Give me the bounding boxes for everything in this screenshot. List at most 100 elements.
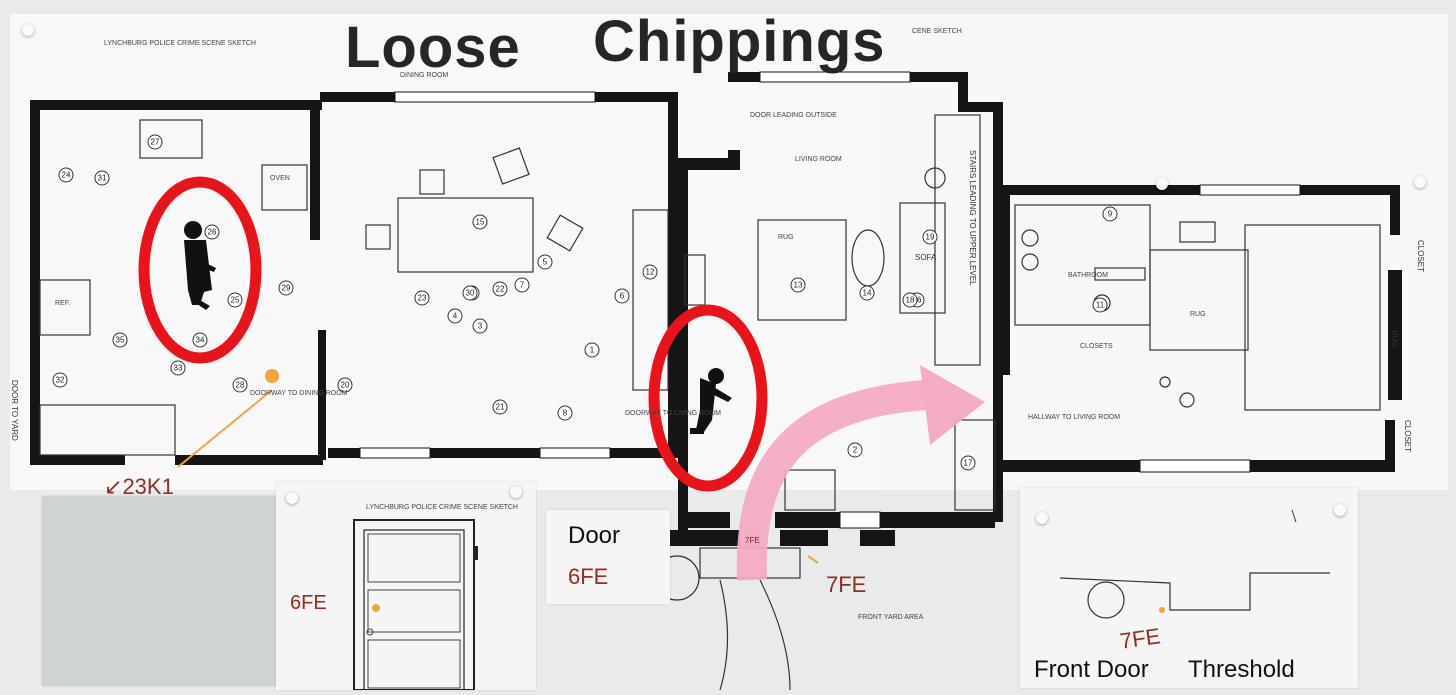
evidence-marker-number: 15 — [476, 218, 485, 227]
closet-right-label-2: CLOSET — [1403, 420, 1412, 452]
evidence-marker: 30 — [462, 285, 478, 301]
evidence-marker-number: 25 — [231, 296, 240, 305]
note-6fe-door-card: 6FE — [290, 592, 327, 614]
evidence-marker-number: 1 — [590, 346, 595, 355]
push-pin — [22, 24, 34, 36]
victim-figure-living — [690, 368, 732, 434]
evidence-marker-number: 13 — [794, 281, 803, 290]
evidence-marker-number: 6 — [620, 292, 625, 301]
stairs-label: STAIRS LEADING TO UPPER LEVEL — [968, 150, 977, 286]
evidence-marker: 27 — [147, 134, 163, 150]
sketch-header-left: LYNCHBURG POLICE CRIME SCENE SKETCH — [104, 40, 256, 47]
evidence-marker: 5 — [537, 254, 553, 270]
evidence-marker: 13 — [790, 277, 806, 293]
evidence-marker-number: 11 — [1096, 301, 1105, 310]
sketch-header-right: CENE SKETCH — [912, 28, 962, 35]
evidence-marker-number: 34 — [196, 336, 205, 345]
evidence-marker: 21 — [492, 399, 508, 415]
room-label-doorway-living: DOORWAY TO LIVING ROOM — [625, 410, 721, 417]
evidence-marker: 9 — [1102, 206, 1118, 222]
evidence-marker: 25 — [227, 292, 243, 308]
evidence-marker-number: 19 — [926, 233, 935, 242]
evidence-marker-number: 14 — [863, 289, 872, 298]
room-label-side-note: DOOR LEADING OUTSIDE — [750, 112, 837, 119]
note-23k1-text: 23K1 — [122, 474, 174, 499]
room-label-rug-living: RUG — [778, 234, 794, 241]
evidence-marker-number: 8 — [563, 409, 568, 418]
evidence-marker: 1 — [584, 342, 600, 358]
push-pin — [1414, 176, 1426, 188]
room-label-rug-bed1: RUG — [1190, 311, 1206, 318]
evidence-marker-number: 27 — [151, 138, 160, 147]
evidence-marker: 33 — [170, 360, 186, 376]
highlight-ring-living — [648, 304, 768, 492]
evidence-marker-number: 3 — [478, 322, 483, 331]
highlight-ring-kitchen — [138, 176, 262, 364]
evidence-marker: 24 — [58, 167, 74, 183]
evidence-marker: 12 — [642, 264, 658, 280]
victim-figure-kitchen — [184, 221, 216, 310]
evidence-marker-number: 2 — [853, 446, 858, 455]
evidence-marker: 14 — [859, 285, 875, 301]
evidence-marker: 18 — [902, 292, 918, 308]
room-label-dining: DINING ROOM — [400, 72, 449, 79]
evidence-marker: 29 — [278, 280, 294, 296]
evidence-marker-number: 20 — [341, 381, 350, 390]
front-door-label: Front Door — [1034, 656, 1149, 683]
room-label-bathroom: BATHROOM — [1068, 272, 1108, 279]
evidence-marker-number: 4 — [453, 312, 458, 321]
push-pin — [1036, 512, 1048, 524]
door-label: Door — [568, 522, 621, 549]
evidence-marker-number: 12 — [646, 268, 655, 277]
evidence-markers: 1234567891011121314151617181920212223242… — [52, 134, 1118, 471]
evidence-marker-number: 22 — [496, 285, 505, 294]
evidence-marker: 19 — [922, 229, 938, 245]
room-label-oven: OVEN — [270, 175, 290, 182]
evidence-marker: 20 — [337, 377, 353, 393]
room-label-hallway: HALLWAY TO LIVING ROOM — [1028, 414, 1121, 421]
evidence-marker-number: 17 — [964, 459, 973, 468]
door-sketch-card: LYNCHBURG POLICE CRIME SCENE SKETCH 6FE — [276, 482, 536, 690]
door-yard-label: DOOR TO YARD — [10, 380, 19, 441]
evidence-marker: 7 — [514, 277, 530, 293]
marker-7fe-label: 7FE — [745, 536, 760, 545]
grey-photo-card — [42, 496, 278, 686]
evidence-marker: 23 — [414, 290, 430, 306]
door-sketch-drawing — [353, 519, 478, 690]
evidence-marker: 4 — [447, 308, 463, 324]
evidence-marker-number: 5 — [543, 258, 548, 267]
push-pin — [1334, 504, 1346, 516]
note-7fe-front: 7FE — [826, 572, 867, 597]
title-word-loose: Loose — [345, 15, 521, 80]
pink-arrow-path — [736, 380, 927, 581]
rug-bed2-label: RUG — [1390, 330, 1399, 348]
push-pin — [286, 492, 298, 504]
evidence-marker: 35 — [112, 332, 128, 348]
room-label-front-yard: FRONT YARD AREA — [858, 614, 924, 621]
evidence-marker: 8 — [557, 405, 573, 421]
evidence-marker: 15 — [472, 214, 488, 230]
evidence-marker-number: 7 — [520, 281, 525, 290]
orange-dot-marker — [265, 369, 279, 383]
threshold-label: Threshold — [1188, 656, 1295, 683]
evidence-marker: 34 — [192, 332, 208, 348]
note-7fe-threshold: 7FE — [1118, 623, 1162, 654]
note-6fe-door: 6FE — [568, 564, 609, 589]
evidence-marker-number: 33 — [174, 364, 183, 373]
evidence-marker: 22 — [492, 281, 508, 297]
evidence-marker: 26 — [204, 224, 220, 240]
room-label-living: LIVING ROOM — [795, 156, 842, 163]
evidence-marker: 3 — [472, 318, 488, 334]
note-23k1: ↙23K1 — [104, 474, 174, 499]
evidence-marker-number: 30 — [466, 289, 475, 298]
evidence-marker: 2 — [847, 442, 863, 458]
room-label-closets: CLOSETS — [1080, 343, 1113, 350]
push-pin — [510, 486, 522, 498]
threshold-card: 7FE Front Door Threshold — [1020, 488, 1358, 688]
title-word-chippings: Chippings — [593, 9, 886, 74]
evidence-marker: 11 — [1092, 297, 1108, 313]
door-card-header: LYNCHBURG POLICE CRIME SCENE SKETCH — [366, 504, 518, 511]
evidence-marker-number: 35 — [116, 336, 125, 345]
evidence-marker-number: 31 — [98, 174, 107, 183]
